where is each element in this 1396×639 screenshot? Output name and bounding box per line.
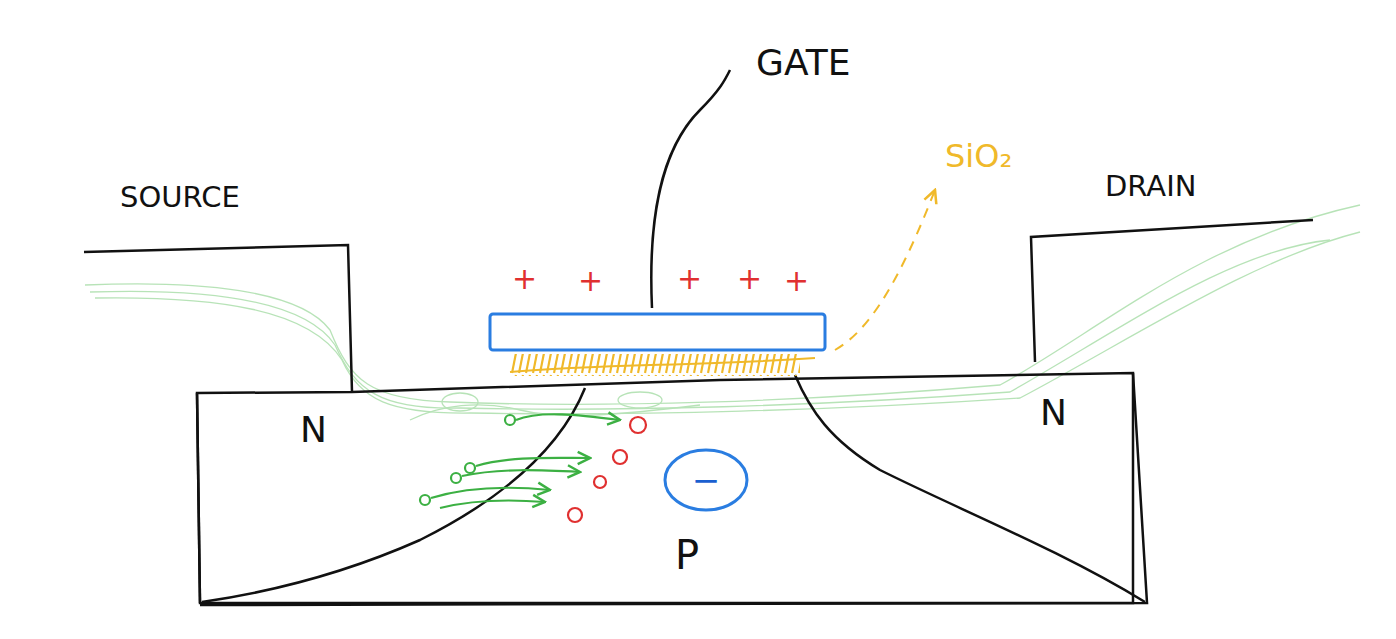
charge-sign: + <box>578 266 603 296</box>
charge-circle: − <box>663 448 749 512</box>
charge-sign: + <box>784 266 809 296</box>
charge-sign: − <box>692 463 721 497</box>
terminal-label: DRAIN <box>1105 172 1196 201</box>
region-label: N <box>1040 395 1067 431</box>
terminal-label: GATE <box>756 45 850 81</box>
charge-sign: + <box>737 264 762 294</box>
region-label: N <box>300 412 327 448</box>
oxide-label: SiO₂ <box>945 140 1012 172</box>
terminal-label: SOURCE <box>120 183 240 212</box>
region-label: P <box>675 535 699 575</box>
charge-sign: + <box>677 264 702 294</box>
charge-sign: + <box>512 264 537 294</box>
